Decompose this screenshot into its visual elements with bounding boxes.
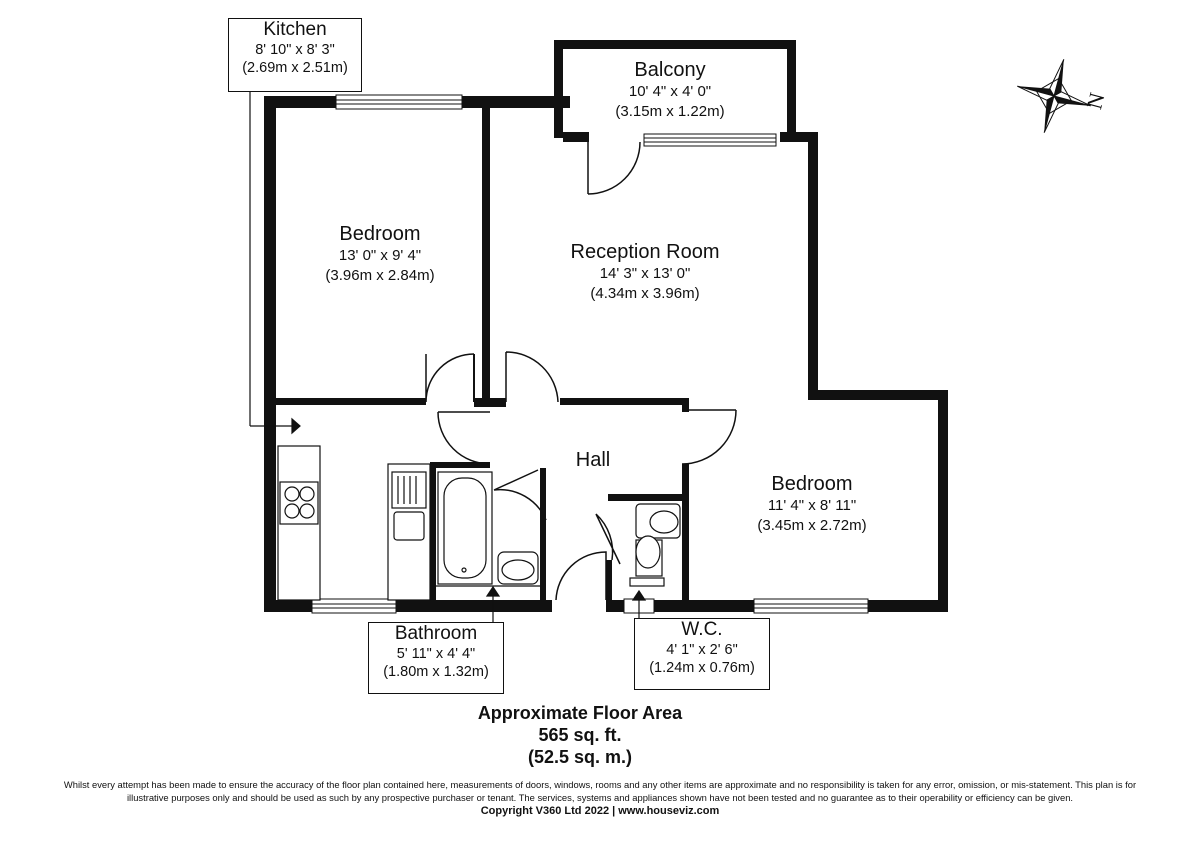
bathroom-fittings [436, 471, 540, 587]
room-dimensions-imperial: 11' 4" x 8' 11" [767, 497, 857, 514]
room-name: Hall [575, 449, 611, 471]
floor-area-metric: (52.5 sq. m.) [527, 747, 633, 767]
disclaimer-line-2: illustrative purposes only and should be… [126, 792, 1074, 803]
room-dimensions-imperial: 13' 0" x 9' 4" [338, 247, 422, 264]
hall-label: Hall [560, 448, 626, 472]
disclaimer: Whilst every attempt has been made to en… [10, 778, 1190, 804]
room-name: Balcony [634, 59, 706, 81]
disclaimer-line-1: Whilst every attempt has been made to en… [63, 779, 1137, 790]
balcony-label: Balcony 10' 4" x 4' 0" (3.15m x 1.22m) [572, 58, 768, 122]
floor-area-summary: Approximate Floor Area 565 sq. ft. (52.5… [380, 702, 780, 768]
windows [311, 94, 869, 614]
doors [425, 141, 737, 601]
room-dimensions-metric: (3.45m x 2.72m) [757, 517, 867, 534]
kitchen-label: Kitchen 8' 10" x 8' 3" (2.69m x 2.51m) [228, 18, 362, 92]
room-dimensions-metric: (3.96m x 2.84m) [325, 267, 435, 284]
floor-area-imperial: 565 sq. ft. [538, 725, 622, 745]
room-name: Bedroom [771, 473, 853, 495]
room-dimensions-metric: (1.80m x 1.32m) [383, 664, 489, 680]
bedroom-2-label: Bedroom 11' 4" x 8' 11" (3.45m x 2.72m) [720, 472, 904, 536]
room-dimensions-imperial: 4' 1" x 2' 6" [666, 642, 738, 658]
label-pointers [249, 92, 647, 622]
floor-area-title: Approximate Floor Area [477, 703, 683, 723]
room-dimensions-metric: (4.34m x 3.96m) [590, 285, 700, 302]
room-name: Bathroom [394, 623, 478, 644]
room-name: Reception Room [570, 241, 720, 263]
wc-label: W.C. 4' 1" x 2' 6" (1.24m x 0.76m) [634, 618, 770, 690]
room-name: Kitchen [263, 19, 327, 40]
reception-room-label: Reception Room 14' 3" x 13' 0" (4.34m x … [520, 240, 770, 304]
kitchen-fittings [276, 417, 431, 601]
room-dimensions-imperial: 5' 11" x 4' 4" [396, 646, 476, 662]
room-name: W.C. [681, 619, 723, 640]
wc-fittings [629, 503, 681, 587]
room-dimensions-metric: (2.69m x 2.51m) [242, 60, 348, 76]
bedroom-1-label: Bedroom 13' 0" x 9' 4" (3.96m x 2.84m) [290, 222, 470, 286]
room-dimensions-imperial: 10' 4" x 4' 0" [628, 83, 712, 100]
copyright: Copyright V360 Ltd 2022 | www.houseviz.c… [480, 805, 720, 817]
room-dimensions-metric: (3.15m x 1.22m) [615, 103, 725, 120]
room-dimensions-imperial: 14' 3" x 13' 0" [599, 265, 691, 282]
room-name: Bedroom [339, 223, 421, 245]
bathroom-label: Bathroom 5' 11" x 4' 4" (1.80m x 1.32m) [368, 622, 504, 694]
compass-icon [1017, 59, 1091, 133]
room-dimensions-imperial: 8' 10" x 8' 3" [255, 42, 335, 58]
room-dimensions-metric: (1.24m x 0.76m) [649, 660, 755, 676]
